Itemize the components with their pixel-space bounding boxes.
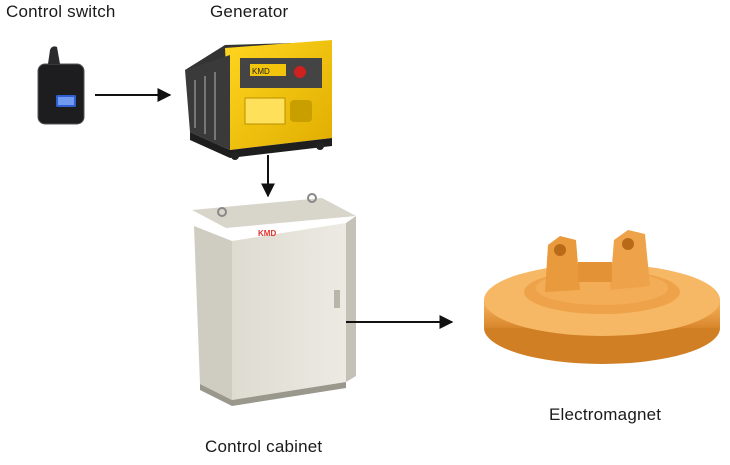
control-switch-icon: [37, 46, 85, 125]
generator-label: Generator: [210, 2, 289, 21]
generator-icon: [185, 40, 332, 160]
control-cabinet-icon: [192, 193, 356, 406]
electromagnet-icon: [484, 230, 720, 364]
generator-panel-text: KMD: [252, 67, 270, 76]
control-cabinet-label: Control cabinet: [205, 437, 323, 456]
electromagnet-label: Electromagnet: [549, 405, 662, 424]
control-switch-label: Control switch: [6, 2, 116, 21]
cabinet-logo: KMD: [258, 229, 276, 238]
